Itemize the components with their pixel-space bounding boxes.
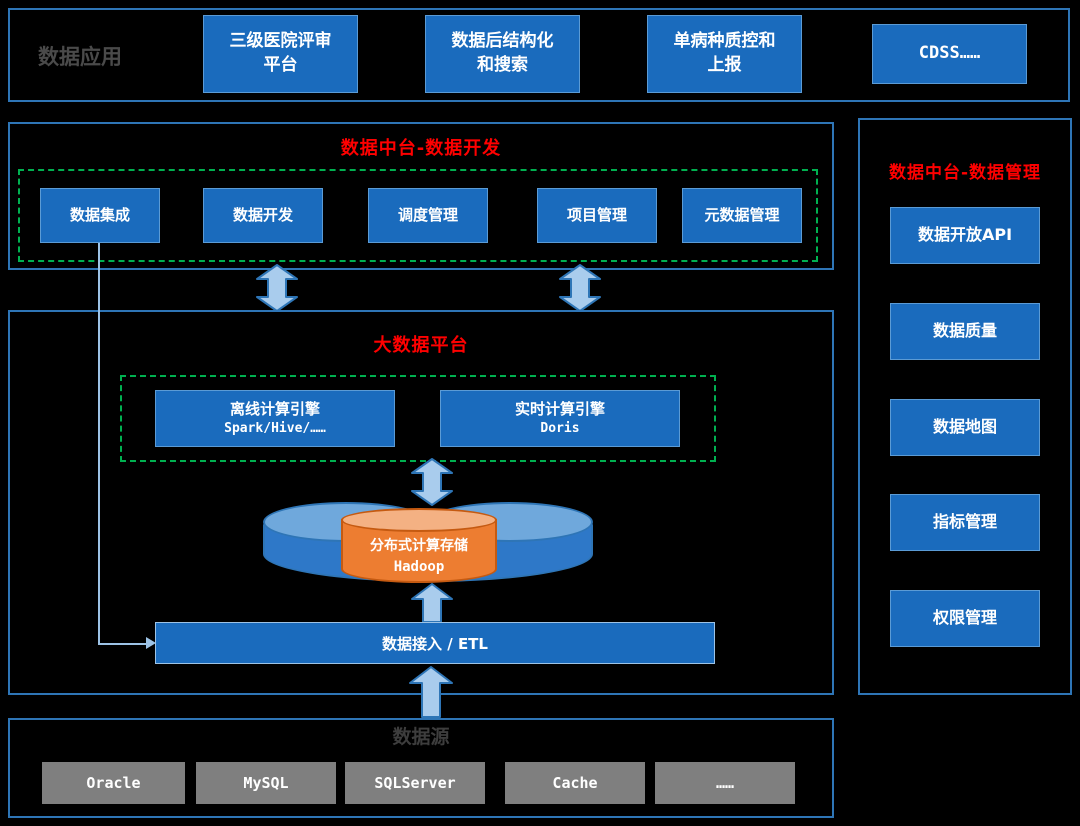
hadoop-cylinder-top	[341, 508, 497, 532]
engine-box-realtime: 实时计算引擎 Doris	[440, 390, 680, 447]
hadoop-label: 分布式计算存储 Hadoop	[341, 534, 497, 580]
dev-box-project-mgmt: 项目管理	[537, 188, 657, 243]
app-section-label: 数据应用	[38, 45, 122, 69]
dev-box-data-development: 数据开发	[203, 188, 323, 243]
source-section-label: 数据源	[392, 726, 450, 748]
connector-line-vertical	[98, 243, 100, 645]
engine-offline-tech: Spark/Hive/……	[224, 420, 326, 436]
engine-box-offline: 离线计算引擎 Spark/Hive/……	[155, 390, 395, 447]
mgmt-box-permission-mgmt: 权限管理	[890, 590, 1040, 647]
source-box-sqlserver: SQLServer	[345, 762, 485, 804]
app-box-structuring-search: 数据后结构化和搜索	[425, 15, 580, 93]
mgmt-box-metric-mgmt: 指标管理	[890, 494, 1040, 551]
double-arrow-compute-storage-icon	[411, 458, 453, 506]
dev-dashed-group	[18, 169, 818, 262]
dev-box-schedule-mgmt: 调度管理	[368, 188, 488, 243]
connector-line-horizontal	[98, 643, 148, 645]
platform-section-title: 大数据平台	[373, 335, 469, 356]
data-application-section	[8, 8, 1070, 102]
source-box-cache: Cache	[505, 762, 645, 804]
connector-arrowhead-icon	[146, 637, 156, 649]
app-box-cdss: CDSS……	[872, 24, 1027, 84]
source-box-oracle: Oracle	[42, 762, 185, 804]
data-source-section	[8, 718, 834, 818]
source-box-more: ……	[655, 762, 795, 804]
storage-name: 分布式计算存储	[370, 538, 468, 554]
up-arrow-source-etl-icon	[409, 666, 453, 718]
double-arrow-right-icon	[559, 264, 601, 312]
mgmt-box-open-api: 数据开放API	[890, 207, 1040, 264]
double-arrow-left-icon	[256, 264, 298, 312]
app-box-disease-qc-report: 单病种质控和上报	[647, 15, 802, 93]
engine-realtime-name: 实时计算引擎	[514, 399, 605, 418]
dev-section-title: 数据中台-数据开发	[340, 138, 502, 159]
source-box-mysql: MySQL	[196, 762, 336, 804]
etl-bar: 数据接入 / ETL	[155, 622, 715, 664]
dev-box-data-integration: 数据集成	[40, 188, 160, 243]
data-management-section	[858, 118, 1072, 695]
mgmt-box-data-quality: 数据质量	[890, 303, 1040, 360]
mgmt-section-title: 数据中台-数据管理	[888, 163, 1042, 183]
up-arrow-etl-storage-icon	[411, 583, 453, 623]
app-box-hospital-review: 三级医院评审平台	[203, 15, 358, 93]
storage-tech: Hadoop	[393, 559, 445, 575]
dev-box-metadata-mgmt: 元数据管理	[682, 188, 802, 243]
mgmt-box-data-map: 数据地图	[890, 399, 1040, 456]
engine-offline-name: 离线计算引擎	[229, 399, 320, 418]
engine-realtime-tech: Doris	[540, 420, 580, 436]
data-development-section	[8, 122, 834, 270]
engines-dashed-group	[120, 375, 716, 462]
